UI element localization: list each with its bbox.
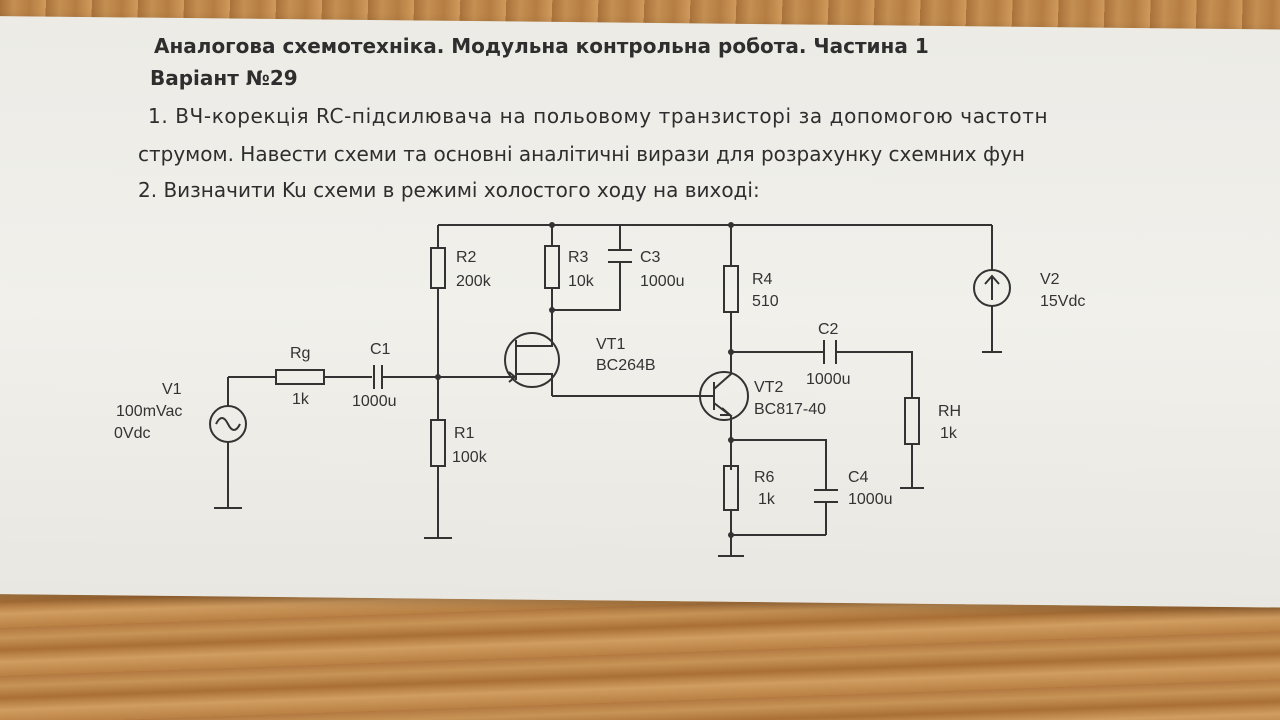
v1-source-symbol [209, 405, 247, 443]
task-2: 2. Визначити Ku схеми в режимі холостого… [138, 178, 760, 202]
r3-value-label: 10k [568, 273, 595, 290]
task-1-line-1: 1. ВЧ-корекція RC-підсилювача на польово… [148, 104, 1049, 128]
v1-sine-icon [215, 417, 241, 431]
r6-name-label: R6 [754, 469, 775, 486]
junction-dot [435, 374, 441, 380]
vt1-gate-arrow-icon [506, 371, 517, 383]
c1-value-label: 1000u [352, 393, 397, 410]
page-title: Аналогова схемотехніка. Модульна контрол… [154, 34, 929, 58]
rh-value-label: 1k [940, 425, 958, 442]
c2-name-label: C2 [818, 321, 839, 338]
r4-name-label: R4 [752, 271, 773, 288]
r2-value-label: 200k [456, 273, 492, 290]
rg-name-label: Rg [290, 345, 310, 362]
c2-value-label: 1000u [806, 371, 851, 388]
c3-value-label: 1000u [640, 273, 685, 290]
variant-number: Варіант №29 [150, 66, 298, 90]
r1-resistor [430, 419, 446, 467]
vt2-model-label: BC817-40 [754, 401, 826, 418]
junction-dot [728, 349, 734, 355]
vt1-name-label: VT1 [596, 336, 625, 353]
junction-dot [728, 222, 734, 228]
r6-resistor [723, 465, 739, 511]
junction-dot [549, 222, 555, 228]
c3-name-label: C3 [640, 249, 661, 266]
r3-name-label: R3 [568, 249, 589, 266]
c3-capacitor [608, 249, 632, 263]
v2-arrow-icon [984, 274, 1000, 300]
vt2-emitter-arrow-icon [720, 407, 733, 416]
vt1-model-label: BC264B [596, 357, 656, 374]
r4-resistor [723, 265, 739, 313]
r1-name-label: R1 [454, 425, 475, 442]
junction-dot [728, 437, 734, 443]
r3-resistor [544, 245, 560, 289]
c1-capacitor [373, 365, 383, 389]
r2-wire [424, 225, 452, 539]
rg-resistor [275, 369, 325, 385]
c1-name-label: C1 [370, 341, 391, 358]
c4-name-label: C4 [848, 469, 869, 486]
junction-dot [728, 532, 734, 538]
task-1-line-2: струмом. Навести схеми та основні аналіт… [138, 142, 1026, 166]
r4-value-label: 510 [752, 293, 779, 310]
vt1-channel [515, 312, 553, 396]
c3-wire [552, 225, 621, 311]
rh-name-label: RН [938, 403, 961, 420]
r2-resistor [430, 247, 446, 289]
c2-capacitor [823, 340, 837, 364]
rg-value-label: 1k [292, 391, 310, 408]
v2-source-symbol [973, 269, 1011, 307]
v2-value-label: 15Vdc [1040, 293, 1085, 310]
c2-wire [731, 351, 924, 489]
v1-name-label: V1 [162, 381, 182, 398]
r6-value-label: 1k [758, 491, 776, 508]
v2-wire [982, 225, 1002, 353]
junction-dot [549, 307, 555, 313]
c4-value-label: 1000u [848, 491, 893, 508]
r2-name-label: R2 [456, 249, 477, 266]
v1-wire [214, 376, 276, 509]
vt2-body [713, 372, 732, 470]
vt2-transistor [699, 371, 749, 421]
c4-capacitor [814, 489, 838, 503]
vt1-transistor [504, 332, 560, 388]
vt2-name-label: VT2 [754, 379, 783, 396]
v1-dc-label: 0Vdc [114, 425, 150, 442]
v1-ac-label: 100mVac [116, 403, 182, 420]
v2-name-label: V2 [1040, 271, 1060, 288]
r1-value-label: 100k [452, 449, 488, 466]
rh-resistor [904, 397, 920, 445]
